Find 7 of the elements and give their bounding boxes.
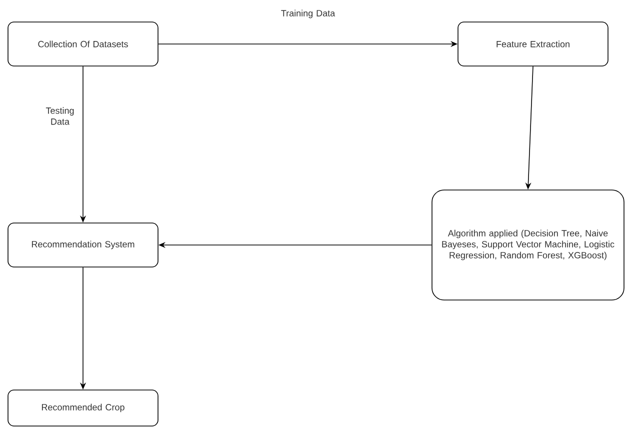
edge-label: Training Data (277, 8, 339, 20)
process-box: Feature Extraction (458, 22, 608, 66)
rounded-box: Algorithm applied (Decision Tree, Naive Bayeses, Support Vector Machine, Logistic Regression, Random Forest, XGBoost) (432, 190, 624, 300)
edge-label: Testing Data (39, 106, 81, 126)
process-box: Recommended Crop (8, 390, 158, 426)
process-box: Recommendation System (8, 222, 158, 268)
process-box: Collection Of Datasets (8, 22, 158, 66)
